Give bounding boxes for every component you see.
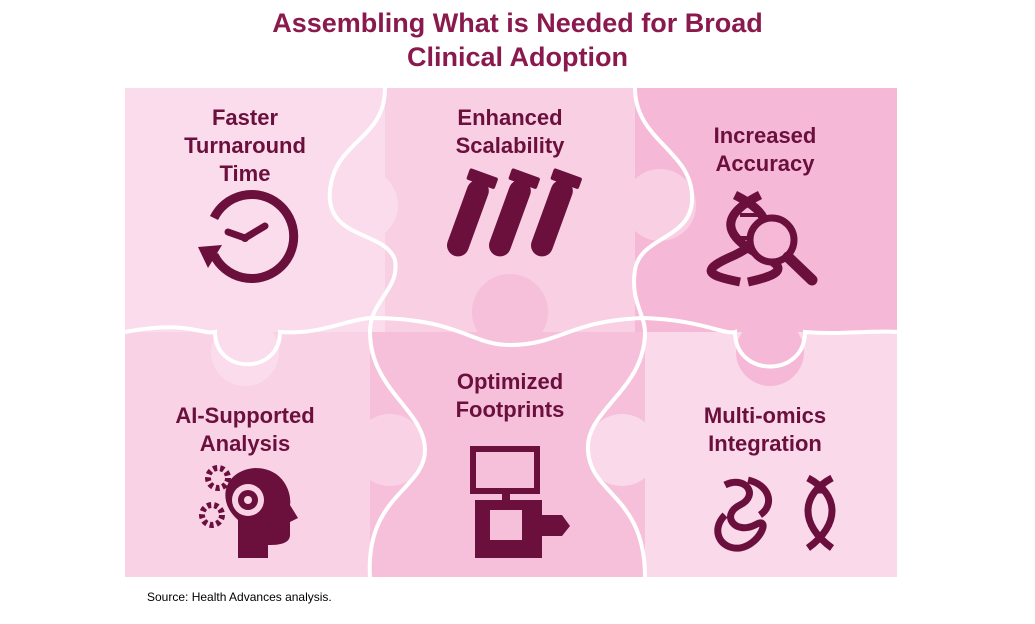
knob-center-up: [472, 274, 548, 350]
puzzle-seams: [124, 87, 898, 578]
dna-magnifier-icon: [706, 190, 818, 287]
knob-right-top: [624, 169, 696, 241]
sequencer-device-icon: [470, 446, 570, 558]
label-optimized-footprints: Optimized Footprints: [455, 369, 565, 422]
protein-dna-icon: [714, 474, 836, 552]
test-tubes-icon: [446, 168, 582, 257]
knob-bottom-left: [354, 414, 426, 486]
knob-left-down: [211, 318, 279, 386]
label-multiomics: Multi-omics Integration: [703, 403, 827, 456]
label-increased-accuracy: Increased Accuracy: [713, 123, 817, 176]
knob-right-down: [736, 318, 804, 386]
title-line-2: Clinical Adoption: [407, 42, 628, 72]
label-ai-supported: AI-Supported Analysis: [175, 403, 315, 456]
label-enhanced-scalability: Enhanced Scalability: [455, 105, 565, 158]
label-faster-turnaround: Faster Turnaround Time: [184, 105, 306, 186]
page-title: Assembling What is Needed for Broad Clin…: [0, 6, 1035, 74]
source-note: Source: Health Advances analysis.: [147, 590, 332, 604]
clock-icon: [198, 190, 299, 283]
head-gears-icon: [199, 465, 298, 558]
knob-bottom-right: [586, 414, 658, 486]
title-line-1: Assembling What is Needed for Broad: [272, 8, 763, 38]
